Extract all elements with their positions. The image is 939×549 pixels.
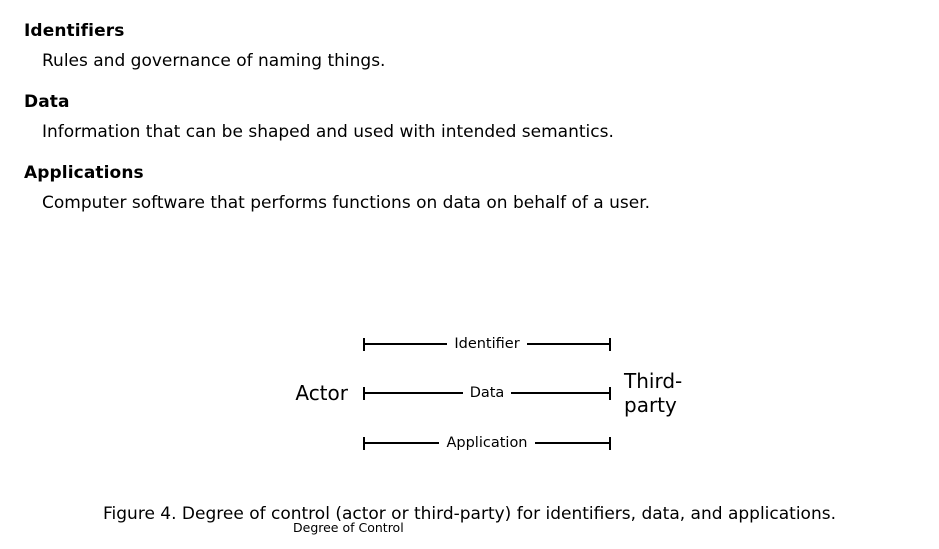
- definition-description-data: Information that can be shaped and used …: [42, 122, 614, 142]
- spectrum-row-identifier: Identifier: [363, 331, 612, 357]
- definition-group-identifiers: Identifiers Rules and governance of nami…: [24, 20, 914, 72]
- definition-term-data: Data: [24, 92, 70, 112]
- spectrum-row-label-application: Application: [439, 435, 535, 451]
- definition-description-applications: Computer software that performs function…: [42, 193, 651, 213]
- figure-diagram: Degree of Control Actor Identifier Data …: [0, 255, 939, 535]
- spectrum-row-label-data: Data: [462, 385, 512, 401]
- line-segment-left: [365, 392, 463, 394]
- left-cap-icon: [363, 386, 365, 400]
- definition-group-applications: Applications Computer software that perf…: [24, 162, 914, 214]
- right-cap-icon: [609, 386, 611, 400]
- spectrum-row-application: Application: [363, 430, 611, 456]
- definition-term-applications: Applications: [24, 163, 144, 183]
- definition-description-identifiers: Rules and governance of naming things.: [42, 51, 386, 71]
- line-segment-right: [511, 392, 609, 394]
- line-segment-right: [526, 343, 610, 345]
- definition-group-data: Data Information that can be shaped and …: [24, 91, 914, 143]
- right-cap-icon: [609, 337, 612, 351]
- endpoint-label-third-party-line1: Third-: [624, 369, 683, 393]
- endpoint-label-actor: Actor: [295, 381, 348, 405]
- definition-term-identifiers: Identifiers: [24, 21, 125, 41]
- axis-title-degree-of-control: Degree of Control: [293, 520, 404, 535]
- spectrum-row-data: Data: [363, 380, 611, 406]
- line-segment-left: [365, 442, 440, 444]
- line-segment-left: [365, 343, 448, 345]
- line-segment-right: [534, 442, 609, 444]
- endpoint-label-third-party: Third- party: [624, 369, 696, 417]
- left-cap-icon: [363, 436, 365, 450]
- endpoint-label-third-party-line2: party: [624, 393, 677, 417]
- definition-list: Identifiers Rules and governance of nami…: [24, 20, 914, 214]
- right-cap-icon: [609, 436, 611, 450]
- spectrum-row-label-identifier: Identifier: [447, 336, 527, 352]
- control-spectrum-diagram: Actor Identifier Data Application Third-…: [0, 255, 939, 470]
- figure-caption: Figure 4. Degree of control (actor or th…: [103, 504, 836, 524]
- left-cap-icon: [363, 337, 365, 351]
